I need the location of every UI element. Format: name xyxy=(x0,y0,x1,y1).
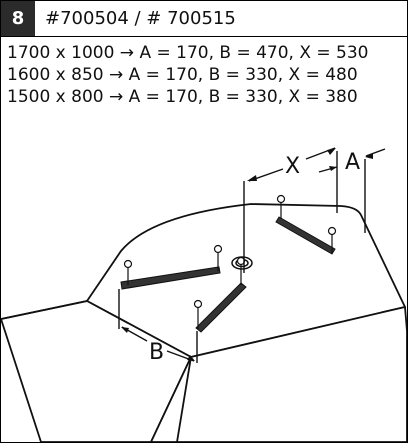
dimension-b-label: B xyxy=(149,340,164,365)
bathtub-installation-drawing: X A B xyxy=(1,147,407,442)
step-header: 8 #700504 / # 700515 xyxy=(1,1,407,37)
article-numbers: #700504 / # 700515 xyxy=(45,8,236,29)
foot-left-inner xyxy=(213,244,223,271)
dimension-x xyxy=(243,147,338,273)
dimension-a xyxy=(318,148,386,233)
support-rail-left xyxy=(120,266,221,290)
foot-middle-bottom xyxy=(193,299,203,329)
foot-right-top xyxy=(276,194,286,219)
spec-line-1600: 1600 x 850 → A = 170, B = 330, X = 480 xyxy=(7,65,358,85)
adjustable-feet xyxy=(123,194,337,329)
spec-line-1500: 1500 x 800 → A = 170, B = 330, X = 380 xyxy=(7,87,358,107)
dimension-b xyxy=(118,289,198,363)
support-rail-middle xyxy=(195,282,247,333)
foot-right-bottom xyxy=(327,226,337,253)
foot-left-outer xyxy=(123,259,133,285)
dimension-x-label: X xyxy=(285,154,300,179)
dimension-spec-list: 1700 x 1000 → A = 170, B = 470, X = 530 … xyxy=(7,42,405,108)
bathtub-body xyxy=(1,203,407,442)
spec-line-1700: 1700 x 1000 → A = 170, B = 470, X = 530 xyxy=(7,43,369,63)
dimension-a-label: A xyxy=(345,150,360,175)
step-number-badge: 8 xyxy=(1,1,35,36)
support-rail-right xyxy=(275,216,336,255)
